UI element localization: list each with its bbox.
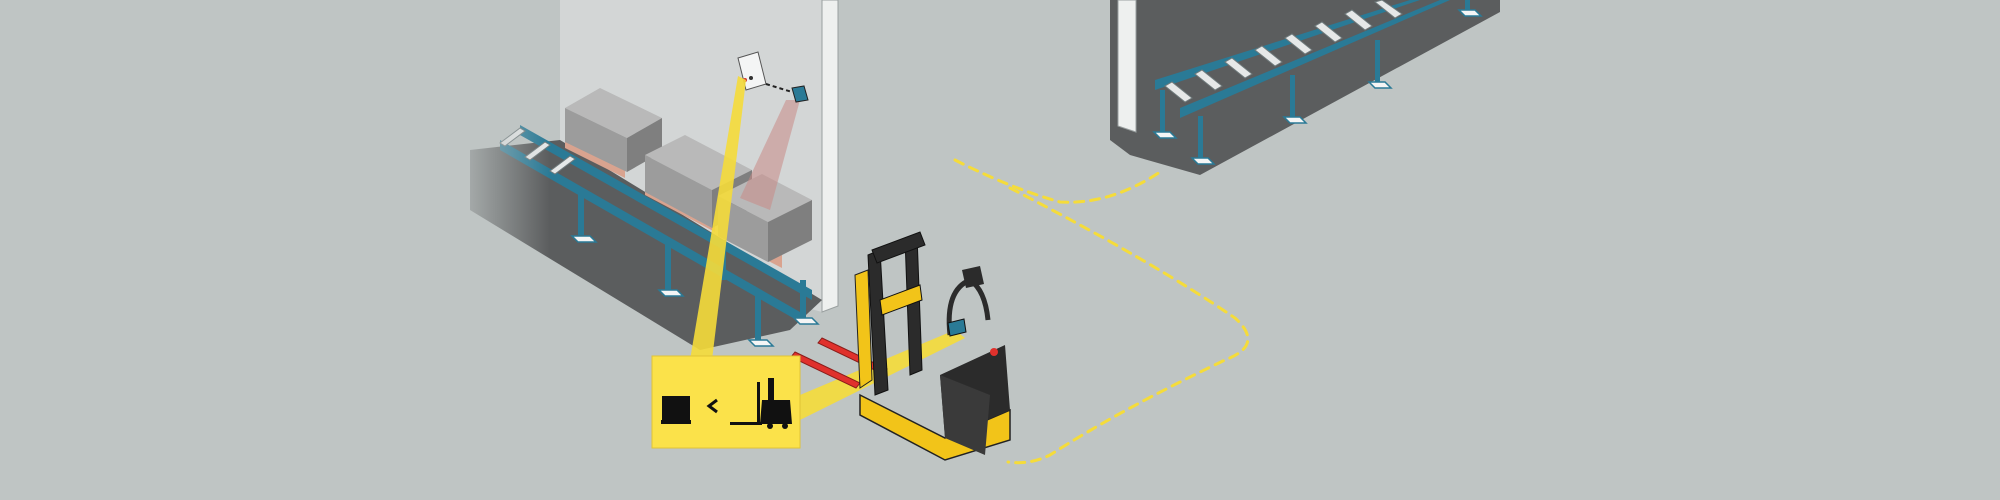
left-floor-shadow	[470, 140, 822, 350]
right-wall	[1117, 0, 1137, 133]
sensor-beam	[740, 100, 800, 210]
right-unloading-station	[1110, 0, 1500, 175]
left-fade	[440, 80, 550, 280]
pallet-icon	[661, 396, 691, 424]
callout-box	[651, 355, 801, 449]
forklift-silhouette-icon	[730, 378, 792, 429]
agv-route	[953, 158, 1250, 465]
destination-conveyor	[1152, 0, 1483, 165]
autonomous-forklift	[790, 231, 1011, 461]
fork-left	[790, 351, 861, 389]
proximity-sensor-icon	[791, 85, 809, 103]
chevron-left-icon	[706, 398, 718, 414]
right-floor-shadow	[1110, 0, 1500, 175]
left-loading-station	[440, 0, 839, 350]
callout-beam-panel	[690, 76, 746, 360]
left-wall-edge	[821, 0, 839, 313]
forklift-display	[947, 318, 967, 337]
pallet-load-1	[565, 88, 662, 178]
forklift-mast	[867, 231, 926, 396]
panel-cable	[765, 83, 793, 93]
roller-row	[1164, 0, 1403, 103]
